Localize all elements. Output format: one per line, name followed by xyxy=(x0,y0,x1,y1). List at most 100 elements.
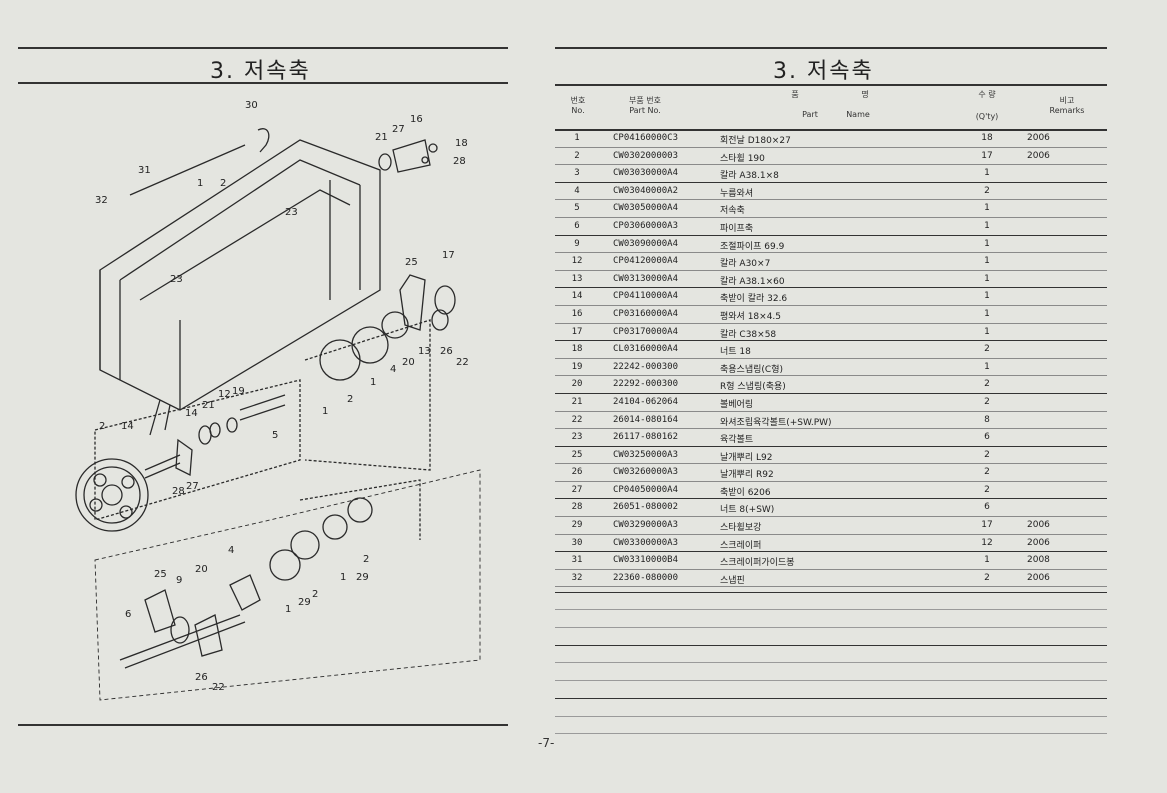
header-qty-ko: 수 량 xyxy=(978,90,996,99)
callout-16: 16 xyxy=(410,114,423,125)
hub-shaft xyxy=(144,454,181,479)
empty-table-lines xyxy=(555,575,1107,735)
callout-28b: 28 xyxy=(172,486,185,497)
header-name-ko-2: 명 xyxy=(861,90,869,99)
scraper xyxy=(257,128,270,153)
callout-18: 18 xyxy=(455,138,468,149)
header-qty-en: (Q'ty) xyxy=(975,112,999,121)
callout-4: 4 xyxy=(390,364,396,375)
callout-21: 21 xyxy=(375,132,388,143)
callout-14b: 14 xyxy=(121,421,134,432)
header-bottom-rule xyxy=(555,129,1107,131)
callout-12: 12 xyxy=(218,389,231,400)
callout-29: 29 xyxy=(298,597,311,608)
callout-30: 30 xyxy=(245,100,258,111)
header-name-ko-1: 품 xyxy=(791,90,799,99)
right-title-top-rule xyxy=(555,47,1107,49)
callout-27b: 27 xyxy=(186,481,199,492)
callout-19: 19 xyxy=(232,386,245,397)
callout-20b: 20 xyxy=(195,564,208,575)
callout-23b: 23 xyxy=(170,274,183,285)
wing-root-lower-l xyxy=(144,589,176,633)
callout-22b: 22 xyxy=(212,682,225,693)
callout-29b: 29 xyxy=(356,572,369,583)
header-name-label: Name xyxy=(846,110,870,119)
callout-2: 2 xyxy=(220,178,226,189)
title-bottom-rule xyxy=(18,82,508,84)
callout-1d: 1 xyxy=(285,604,291,615)
callout-14: 14 xyxy=(185,408,198,419)
star-wheel-lower-1 xyxy=(269,549,301,581)
callout-1e: 1 xyxy=(340,572,346,583)
callout-23: 23 xyxy=(285,207,298,218)
callout-32: 32 xyxy=(95,195,108,206)
callout-28: 28 xyxy=(453,156,466,167)
guide-rod xyxy=(129,144,246,196)
header-remarks-en: Remarks xyxy=(1049,106,1085,115)
callout-2c: 2 xyxy=(99,421,105,432)
pipe-shaft xyxy=(119,614,246,669)
wing-root-lower-r xyxy=(194,614,223,657)
frame-outline xyxy=(99,139,381,411)
callout-25: 25 xyxy=(405,257,418,268)
callout-2e: 2 xyxy=(363,554,369,565)
callout-17: 17 xyxy=(442,250,455,261)
callout-9: 9 xyxy=(176,575,182,586)
frame-beam-top xyxy=(119,159,361,281)
detail-box xyxy=(94,379,301,521)
low-speed-shaft xyxy=(239,394,286,421)
header-part-en: Part No. xyxy=(629,106,661,115)
callout-26: 26 xyxy=(440,346,453,357)
callout-1: 1 xyxy=(197,178,203,189)
star-wheel-upper-1 xyxy=(319,339,361,381)
callout-20: 20 xyxy=(402,357,415,368)
callout-21b: 21 xyxy=(202,400,215,411)
header-no-en: No. xyxy=(571,106,585,115)
callout-27: 27 xyxy=(392,124,405,135)
page-number: -7- xyxy=(538,736,555,750)
callout-5: 5 xyxy=(272,430,278,441)
callout-1b: 1 xyxy=(370,377,376,388)
callout-6: 6 xyxy=(125,609,131,620)
header-part-ko: 부품 번호 xyxy=(629,96,661,105)
callout-1c: 1 xyxy=(322,406,328,417)
bearing-21 xyxy=(378,153,392,171)
frame-side xyxy=(329,180,361,300)
header-part-label: Part xyxy=(802,110,818,119)
callout-2b: 2 xyxy=(347,394,353,405)
left-section-title: 3. 저속축 xyxy=(210,59,311,84)
header-no-ko: 번호 xyxy=(570,96,586,105)
callout-26b: 26 xyxy=(195,672,208,683)
right-section-title: 3. 저속축 xyxy=(773,59,874,84)
bearing-housing xyxy=(392,139,431,173)
right-title-bottom-rule xyxy=(555,84,1107,86)
collar-17 xyxy=(434,285,456,315)
callout-4b: 4 xyxy=(228,545,234,556)
adjust-pipe xyxy=(170,616,190,644)
callout-2d: 2 xyxy=(312,589,318,600)
wing-root-25 xyxy=(399,274,426,331)
